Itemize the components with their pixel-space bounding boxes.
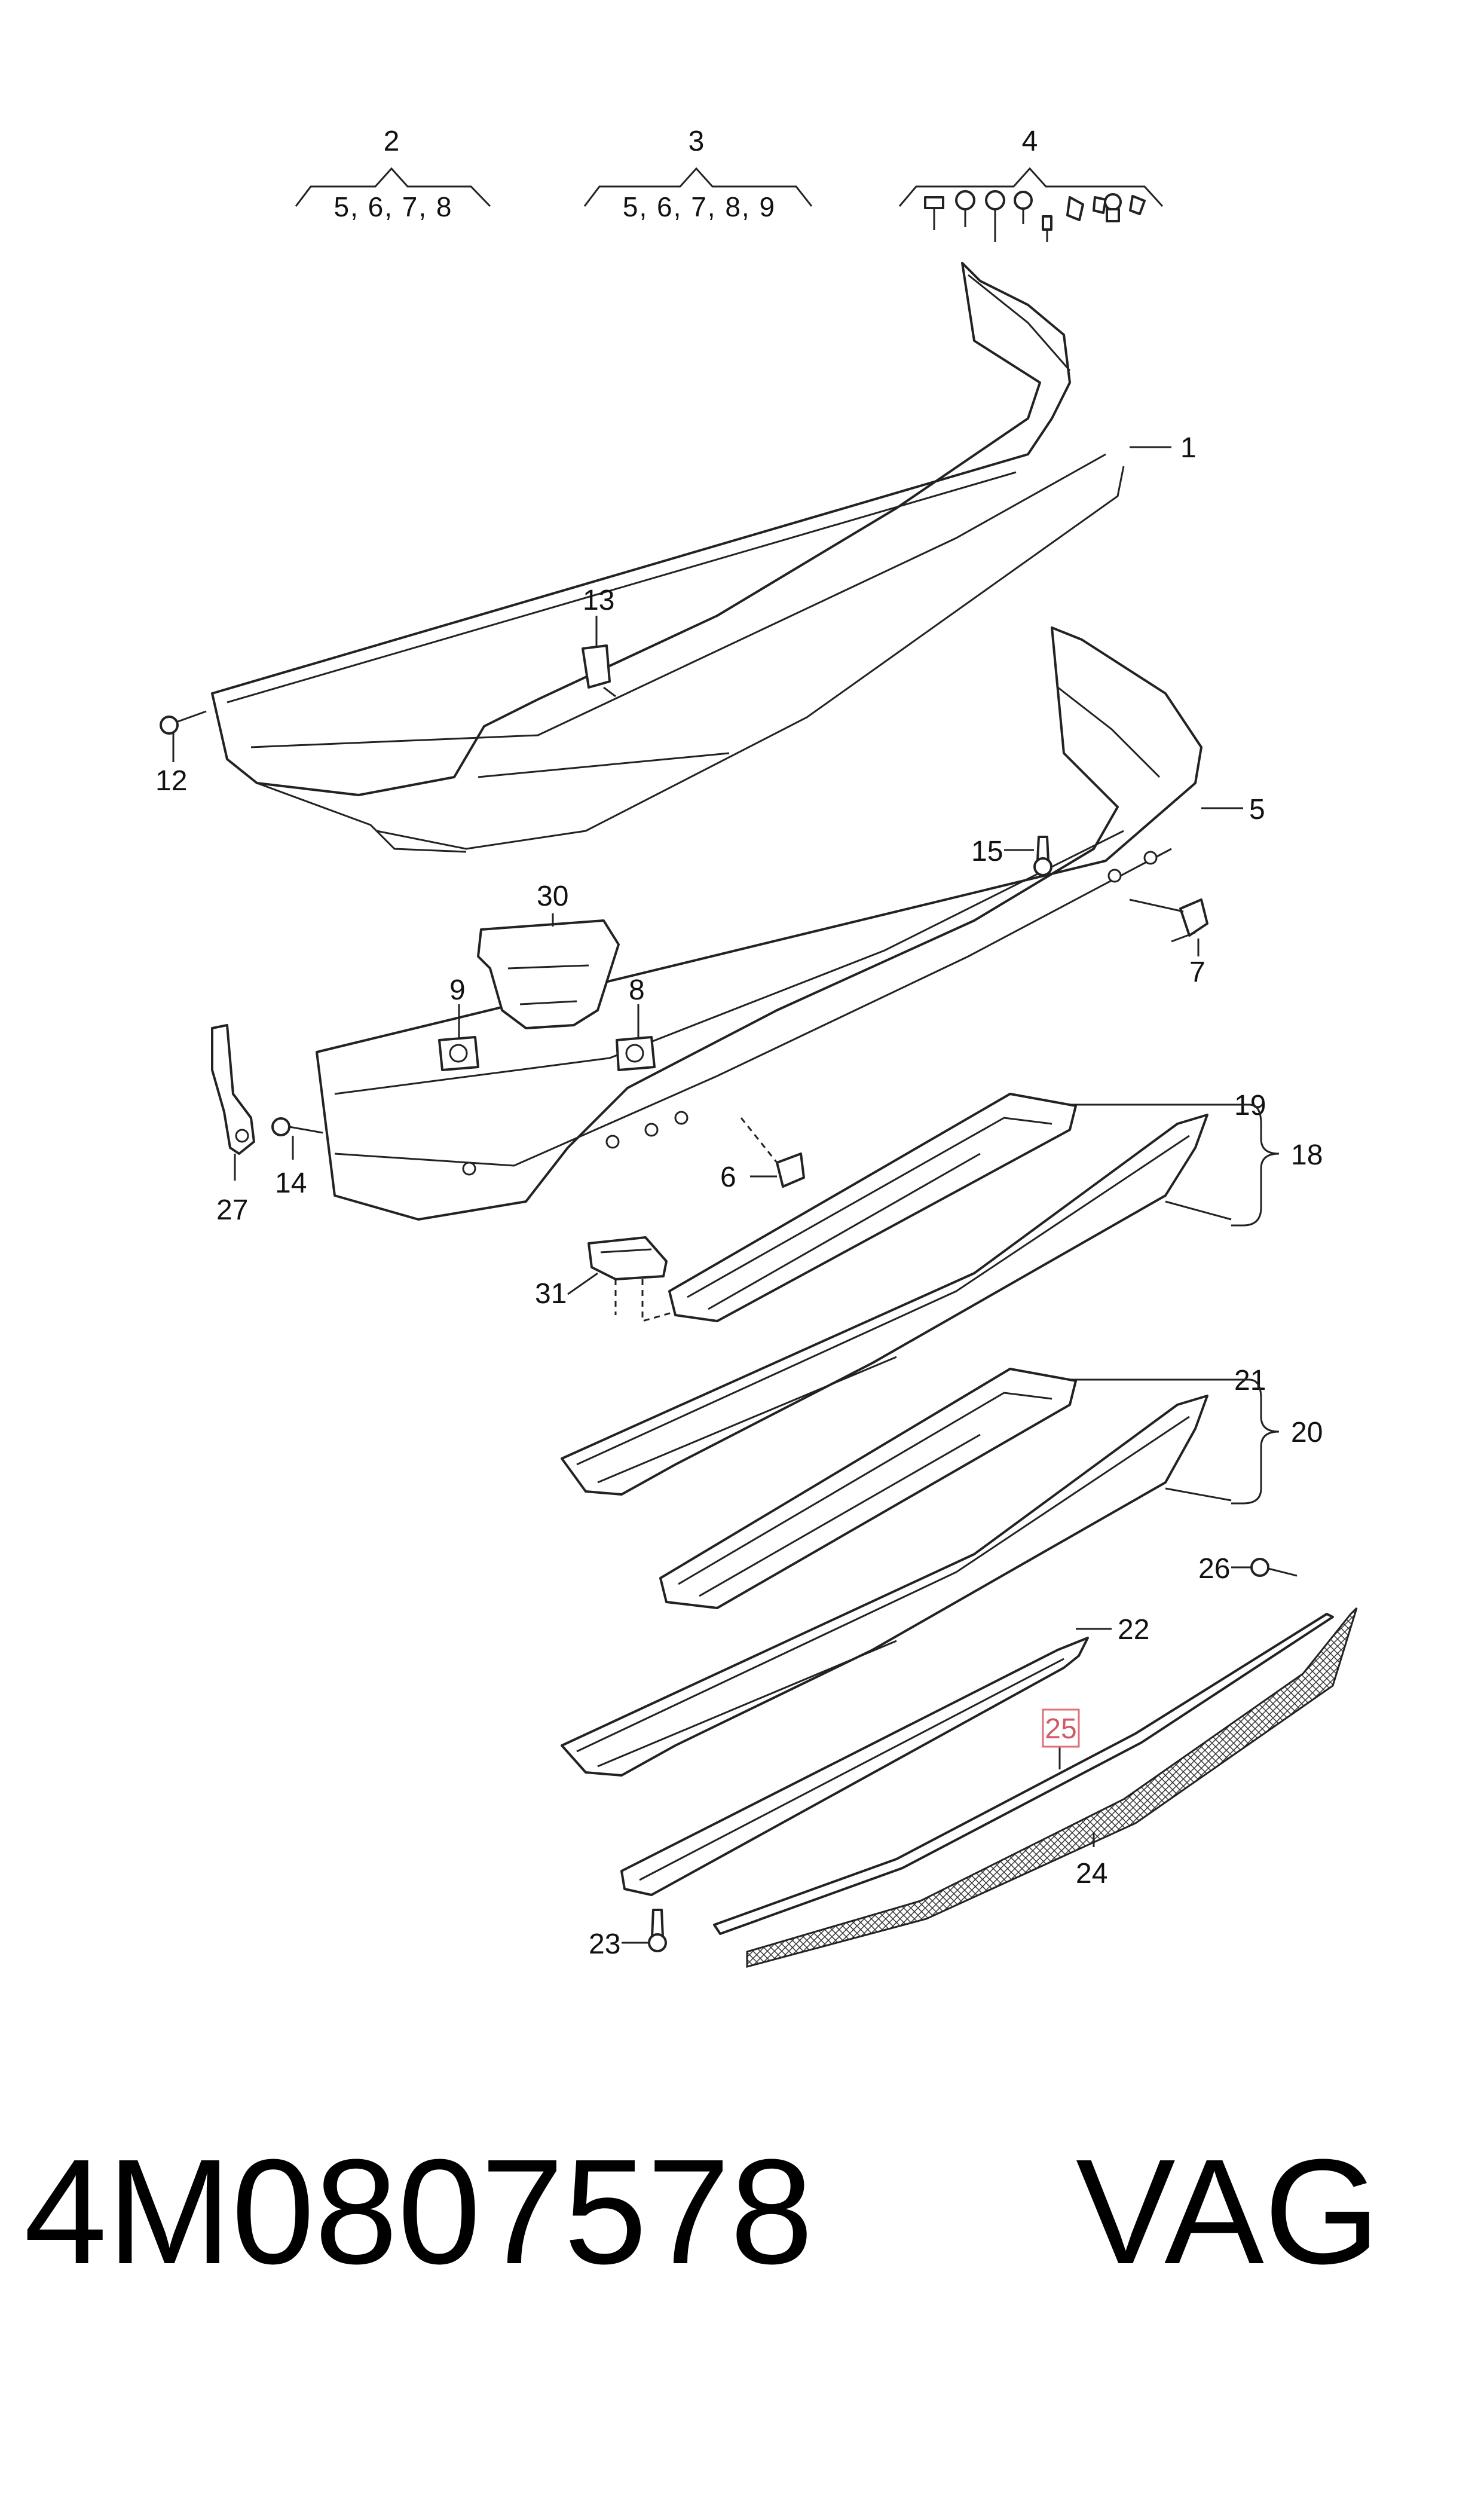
part-18-diffuser: 18	[561, 1103, 1323, 1496]
part-9-nut: 9	[438, 974, 479, 1071]
svg-text:31: 31	[535, 1278, 567, 1310]
part-23-screw: 23	[589, 1909, 667, 1960]
callout-5: 5	[1201, 794, 1265, 826]
brand-caption: VAG	[1076, 2128, 1381, 2295]
callout-1: 1	[1130, 432, 1197, 464]
part-5-bumper-cover-lower	[316, 626, 1203, 1221]
svg-text:5, 6, 7, 8, 9: 5, 6, 7, 8, 9	[623, 191, 776, 222]
part-12-screw: 12	[155, 710, 207, 797]
part-1-bumper-cover-upper	[211, 262, 1125, 853]
svg-text:20: 20	[1291, 1417, 1323, 1448]
part-26-screw: 26	[1198, 1553, 1298, 1585]
svg-text:25: 25	[1045, 1713, 1076, 1745]
svg-text:9: 9	[449, 974, 466, 1006]
part-22-trim-strip: 22	[620, 1614, 1149, 1896]
part-15-screw: 15	[971, 836, 1052, 876]
part-24-grille-mesh: 24	[746, 1607, 1358, 1968]
svg-text:12: 12	[155, 765, 187, 797]
svg-text:5: 5	[1249, 794, 1265, 826]
part-6-cap: 6	[720, 1117, 805, 1193]
callout-25-highlight: 25	[1042, 1708, 1080, 1748]
svg-text:15: 15	[971, 836, 1003, 867]
group-header-2: 2 5, 6, 7, 8	[295, 126, 491, 222]
part-number-caption: 4M0807578	[24, 2128, 813, 2295]
svg-text:18: 18	[1291, 1139, 1323, 1171]
svg-text:7: 7	[1189, 956, 1205, 988]
fastener-set-icon	[924, 190, 1146, 242]
svg-text:13: 13	[583, 585, 614, 616]
svg-text:4: 4	[1022, 126, 1038, 157]
part-20-diffuser: 20	[561, 1378, 1323, 1777]
part-30-bracket: 30	[477, 881, 620, 1029]
svg-text:3: 3	[689, 126, 705, 157]
part-27-side-bracket: 27	[211, 1024, 255, 1226]
svg-text:27: 27	[216, 1194, 248, 1226]
part-7-cap: 7	[1129, 898, 1208, 988]
svg-text:2: 2	[384, 126, 400, 157]
svg-text:30: 30	[537, 881, 568, 912]
svg-text:23: 23	[589, 1928, 620, 1960]
svg-text:24: 24	[1076, 1858, 1107, 1890]
part-8-nut: 8	[616, 974, 656, 1071]
svg-text:26: 26	[1198, 1553, 1230, 1585]
part-31-sensor-bracket: 31	[535, 1236, 706, 1322]
group-header-3: 3 5, 6, 7, 8, 9	[583, 126, 813, 222]
part-19-trim-frame: 19	[668, 1090, 1266, 1322]
svg-text:14: 14	[275, 1167, 307, 1199]
part-13-clip: 13	[582, 585, 616, 698]
svg-text:1: 1	[1180, 432, 1197, 464]
svg-text:5, 6, 7, 8: 5, 6, 7, 8	[333, 191, 452, 222]
svg-text:6: 6	[720, 1161, 736, 1193]
group-header-4: 4	[898, 126, 1164, 242]
part-14-screw: 14	[271, 1117, 323, 1199]
svg-text:8: 8	[629, 974, 645, 1006]
part-25-trim-strip	[713, 1613, 1334, 1935]
svg-text:22: 22	[1118, 1614, 1149, 1646]
